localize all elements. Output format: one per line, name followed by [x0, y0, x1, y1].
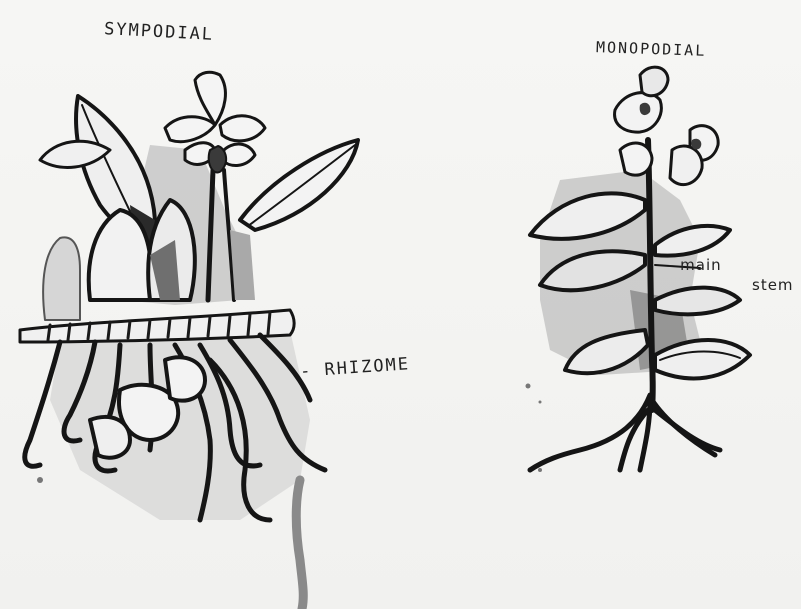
- flower-petal-left: [165, 117, 215, 142]
- mono-flower-1: [615, 93, 662, 133]
- mono-flower-center: [640, 103, 651, 115]
- leaf-right-long: [240, 140, 358, 230]
- flower-petal-lower-right: [222, 144, 255, 165]
- label-main-stem-line2: stem: [752, 276, 794, 294]
- sympodial-orchid: [20, 72, 358, 609]
- mono-flower-2: [640, 67, 668, 96]
- mono-flower-5: [670, 146, 702, 185]
- mono-flower-4: [620, 143, 652, 175]
- label-monopodial: MONOPODIAL: [596, 38, 707, 60]
- label-main-stem-line1: - main: [668, 256, 722, 274]
- pseudobulb-left: [43, 237, 80, 320]
- monopodial-roots: [530, 395, 720, 470]
- flower-lip: [209, 146, 226, 172]
- leaf-right-midrib: [248, 145, 355, 226]
- flower-petal-right: [220, 116, 265, 141]
